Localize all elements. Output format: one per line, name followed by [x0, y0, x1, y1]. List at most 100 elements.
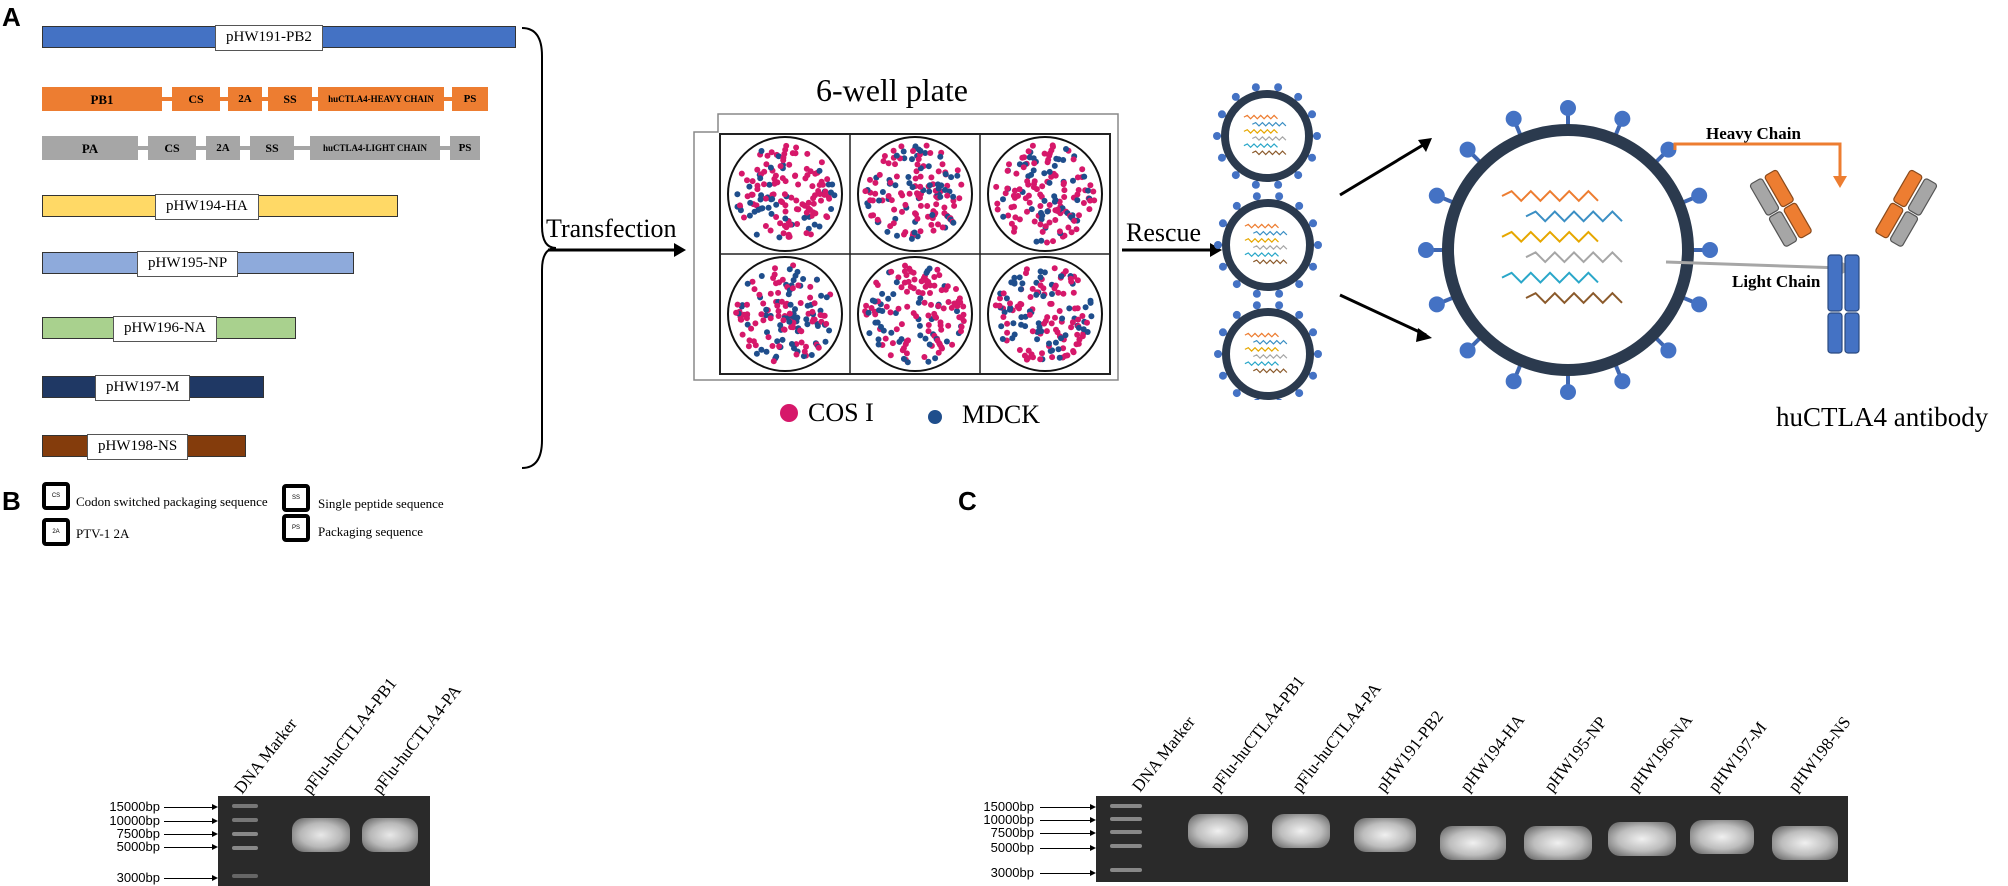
cell-dot	[780, 317, 787, 324]
cell-dot	[823, 294, 830, 301]
cell-dot	[887, 309, 894, 316]
cell-dot	[1028, 206, 1035, 213]
cell-dot	[1086, 206, 1093, 213]
cell-dot	[758, 273, 765, 279]
cell-dot	[917, 295, 924, 302]
cell-dot	[1044, 314, 1051, 321]
cell-dot	[925, 312, 932, 319]
cell-dot	[913, 168, 920, 175]
cell-dot	[879, 290, 886, 297]
cell-dot	[1080, 200, 1087, 206]
cell-dot	[779, 336, 786, 343]
cell-dot	[809, 318, 816, 325]
plasmid-bar-np: pHW195-NP	[42, 251, 354, 277]
cell-dot	[1011, 280, 1018, 287]
cell-dot	[1009, 335, 1016, 342]
cell-dot	[917, 202, 924, 209]
lane-label: DNA Marker	[230, 714, 301, 798]
cell-dot	[884, 228, 891, 235]
cell-dot	[1034, 336, 1041, 343]
cell-dot	[809, 308, 816, 315]
cell-dot	[1029, 285, 1036, 292]
segment-2a: 2A	[228, 87, 262, 111]
cell-dot	[926, 188, 933, 195]
cell-dot	[780, 230, 787, 237]
cell-dot	[793, 351, 800, 358]
cell-dot	[795, 282, 802, 289]
cell-dot	[797, 300, 804, 306]
cell-dot	[1087, 182, 1094, 189]
cell-dot	[767, 315, 774, 322]
segment-pa: PA	[42, 136, 138, 160]
cell-dot	[1006, 161, 1012, 168]
cell-dot	[1084, 319, 1090, 326]
cell-dot	[1074, 197, 1081, 204]
cell-dot	[865, 309, 872, 316]
cell-dot	[1061, 187, 1068, 194]
cell-dot	[934, 181, 941, 188]
cell-dot	[751, 286, 758, 293]
cell-dot	[876, 171, 883, 178]
cell-dot	[939, 345, 945, 352]
cell-dot	[945, 322, 952, 329]
cell-dot	[769, 196, 776, 202]
cell-dot	[960, 303, 967, 310]
segment-ps: PS	[450, 136, 480, 160]
cell-dot	[865, 203, 872, 210]
cell-dot	[921, 299, 928, 306]
segment-cs: CS	[172, 87, 220, 111]
cell-dot	[1070, 156, 1077, 163]
cell-dot	[1079, 166, 1086, 173]
cell-dot	[775, 313, 782, 319]
cell-dot	[1060, 345, 1067, 352]
cell-dot	[895, 305, 902, 312]
marker-arrow	[164, 831, 218, 837]
cell-dot	[1056, 354, 1063, 361]
cell-dot	[818, 197, 824, 204]
ladder-band	[1110, 830, 1142, 834]
cell-dot	[1046, 340, 1052, 347]
gel-image-c	[1096, 796, 1848, 882]
cell-dot	[1060, 157, 1067, 163]
cell-dot	[938, 326, 945, 333]
cell-dot	[894, 232, 900, 239]
cell-dot	[1041, 170, 1048, 177]
cell-dot	[1065, 224, 1072, 231]
segment-ps: PS	[452, 87, 488, 111]
cell-dot	[1058, 335, 1064, 342]
cell-dot	[868, 212, 875, 219]
cell-dot	[804, 172, 811, 179]
cell-dot	[738, 170, 745, 177]
cell-dot	[917, 173, 924, 180]
cell-dot	[1074, 191, 1081, 198]
cell-dot	[909, 156, 915, 163]
cell-dot	[1007, 300, 1013, 307]
cell-dot	[782, 303, 789, 309]
marker-arrow	[164, 818, 218, 824]
cell-dot	[814, 323, 821, 329]
cell-dot	[940, 305, 947, 312]
cell-dot	[804, 150, 811, 157]
cell-dot	[908, 235, 915, 242]
cell-dot	[913, 313, 920, 320]
cell-dot	[1070, 177, 1076, 184]
cell-dot	[944, 192, 951, 199]
marker-label: 7500bp	[990, 825, 1034, 840]
cell-dot	[956, 195, 963, 202]
plasmid-label: pHW191-PB2	[215, 25, 323, 51]
cell-dot	[1026, 311, 1033, 318]
cell-dot	[908, 268, 915, 275]
cell-dot	[764, 152, 771, 159]
cell-dot	[818, 159, 825, 166]
cell-dot	[1074, 305, 1081, 312]
cell-dot	[1031, 160, 1038, 167]
cell-dot	[887, 352, 894, 359]
marker-label: 15000bp	[983, 799, 1034, 814]
cell-dot	[1047, 300, 1054, 307]
cell-dot	[875, 341, 882, 348]
cell-dot	[862, 188, 869, 195]
cell-dot	[761, 181, 767, 188]
cell-dot	[1011, 228, 1017, 235]
cell-dot	[907, 283, 914, 290]
cell-dot	[1069, 319, 1076, 326]
